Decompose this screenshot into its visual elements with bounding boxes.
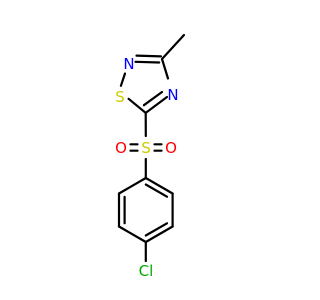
- bond-n4-c5-inner: [142, 90, 164, 107]
- bond-ar1-ar2: [117, 176, 147, 195]
- atom-cl: Cl: [139, 262, 154, 280]
- bond-ar6-ar1: [144, 176, 174, 195]
- bond-ar4-ar5: [144, 225, 174, 244]
- structure-canvas: N S N S O O Cl: [115, 33, 186, 280]
- bond-ar4-ar5-inner: [144, 222, 169, 237]
- atom-o-right: O: [165, 139, 177, 157]
- atom-n-right: N: [167, 86, 178, 104]
- atom-o-left: O: [115, 139, 127, 157]
- molecule-diagram: N S N S O O Cl: [115, 33, 186, 280]
- bond-c3-methyl: [160, 33, 186, 61]
- bond-s1-n2: [119, 72, 127, 87]
- bond-n2-c3: [134, 60, 161, 64]
- bond-c3-n4: [160, 57, 170, 80]
- atom-n-top: N: [123, 55, 134, 73]
- atom-s-ring: S: [115, 88, 125, 106]
- atom-s-sulfonyl: S: [141, 139, 151, 157]
- bond-n2-c3-inner: [135, 54, 162, 58]
- bond-ar3-ar4: [117, 225, 147, 244]
- bond-n4-c5: [144, 95, 169, 115]
- bond-c5-s1: [127, 97, 147, 115]
- bond-ar6-ar1-inner: [144, 183, 169, 198]
